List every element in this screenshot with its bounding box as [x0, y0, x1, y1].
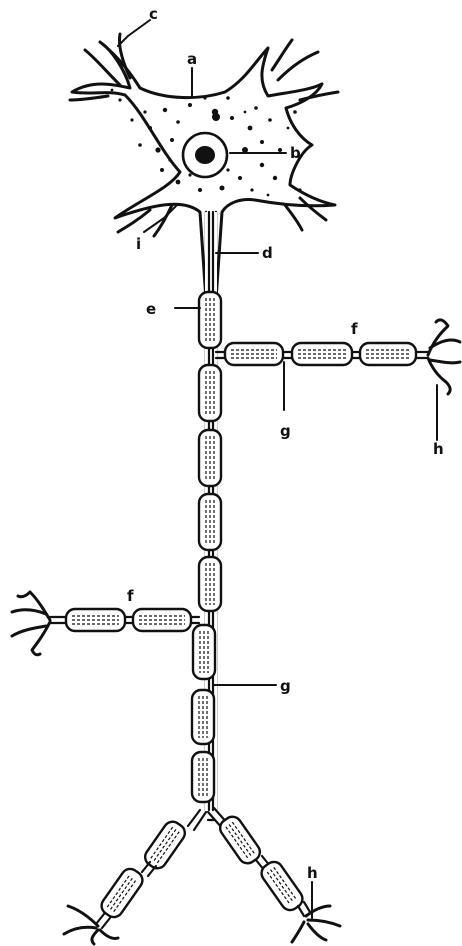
myelin-segment: [100, 867, 144, 919]
dendrite-upper-right: [270, 38, 294, 72]
labels: a b c d e f g h i f g h: [127, 5, 444, 882]
axon-terminal: [10, 590, 52, 657]
axon-terminal: [290, 904, 342, 944]
myelin-segment: [290, 341, 354, 367]
bifurcation-right: [206, 806, 342, 944]
myelin-segment: [191, 623, 217, 681]
label-h-lower: h: [307, 864, 318, 882]
myelin-segment: [358, 341, 418, 367]
myelin-segment: [197, 492, 223, 552]
collateral-lower-left: [10, 590, 201, 657]
axon-terminal: [426, 318, 462, 396]
nucleolus: [195, 146, 215, 164]
label-f-upper: f: [351, 320, 358, 338]
myelin-segment: [197, 290, 223, 350]
cell-body: [68, 32, 340, 302]
dendrite-upper-left-2: [118, 32, 132, 80]
myelin-segment: [190, 750, 216, 804]
cytoplasm-dot-large: [212, 113, 220, 121]
myelin-segment: [64, 607, 127, 633]
myelin-segment: [223, 341, 285, 367]
dendrite-upper-right-2: [276, 50, 320, 82]
label-f-lower: f: [127, 587, 134, 605]
label-d: d: [262, 244, 273, 262]
label-e: e: [146, 300, 156, 318]
label-g-upper: g: [280, 422, 291, 440]
dendrite-right: [298, 90, 340, 102]
myelin-segment: [260, 860, 304, 912]
myelin-segment: [218, 815, 262, 865]
dendrite-lower-right: [298, 196, 328, 222]
collateral-upper-right: [214, 318, 462, 396]
bifurcation-left: [62, 808, 208, 946]
dendrite-lower-right-2: [283, 203, 304, 232]
myelin-segment: [190, 688, 216, 746]
myelin-segment: [143, 820, 187, 870]
myelin-segment: [197, 428, 223, 488]
dendrite-left-tip: [68, 94, 110, 102]
myelin-segment: [197, 363, 223, 423]
nissl-granules: [110, 88, 320, 202]
dendrite-lower-left-2: [152, 203, 174, 238]
label-i: i: [136, 235, 141, 253]
label-g-lower: g: [280, 677, 291, 695]
axon-terminal: [62, 904, 120, 946]
leader-lines: [117, 19, 438, 919]
myelin-segment: [131, 607, 193, 633]
label-b: b: [290, 144, 301, 162]
label-a: a: [187, 50, 197, 68]
myelin-segment: [197, 555, 223, 613]
dendrite-lower-left: [116, 208, 152, 234]
label-c: c: [149, 5, 158, 23]
label-h-upper: h: [433, 440, 444, 458]
myelin-sheath-main: [190, 290, 223, 804]
dendrite-upper-left: [83, 48, 122, 87]
